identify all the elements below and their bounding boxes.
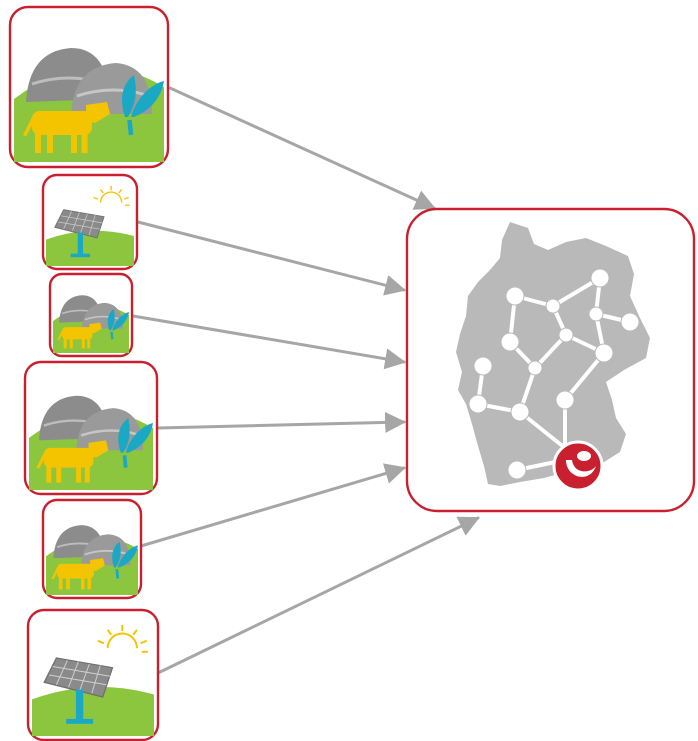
source-tile-biogas-1 xyxy=(10,7,168,167)
company-logo-icon xyxy=(554,442,602,490)
arrow-6 xyxy=(158,518,478,673)
source-tile-biogas-3 xyxy=(25,362,157,494)
arrow-2 xyxy=(138,222,404,290)
arrow-3 xyxy=(133,316,404,362)
target-tile-network xyxy=(407,209,694,511)
arrow-5 xyxy=(141,468,404,546)
source-tile-solar-1 xyxy=(43,175,137,269)
source-tile-biogas-2 xyxy=(50,274,132,356)
arrow-4 xyxy=(158,422,404,428)
source-tile-solar-2 xyxy=(28,610,158,740)
source-tile-biogas-4 xyxy=(43,500,141,598)
arrow-1 xyxy=(170,88,434,208)
